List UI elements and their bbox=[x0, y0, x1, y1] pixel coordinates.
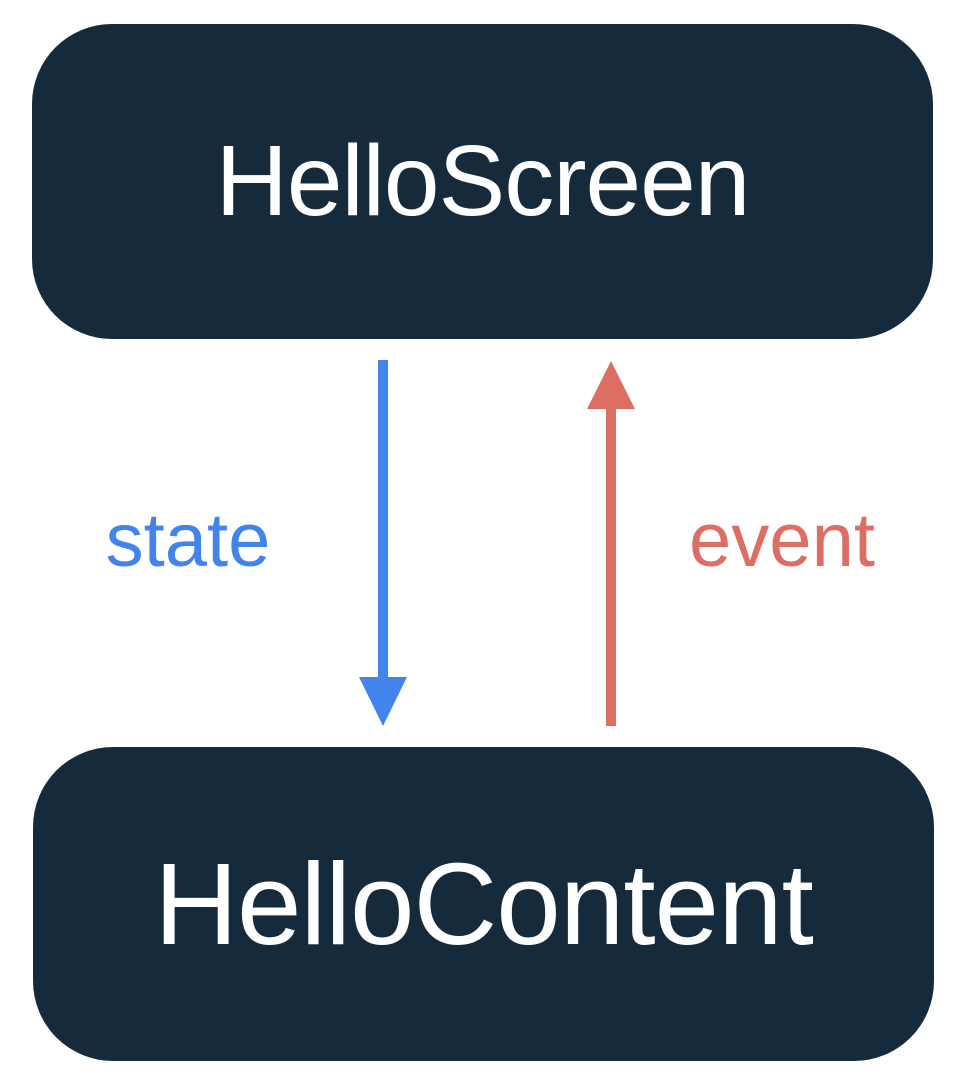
node-hello-screen-label: HelloScreen bbox=[215, 125, 751, 237]
node-hello-screen: HelloScreen bbox=[32, 24, 933, 339]
event-arrow-up bbox=[587, 361, 635, 726]
node-hello-content-label: HelloContent bbox=[154, 839, 814, 969]
state-arrow-label: state bbox=[105, 498, 271, 583]
node-hello-content: HelloContent bbox=[33, 747, 934, 1061]
state-arrow-down bbox=[359, 360, 407, 726]
event-arrowhead-icon bbox=[587, 361, 635, 409]
event-arrow-label: event bbox=[689, 498, 875, 583]
state-arrowhead-icon bbox=[359, 677, 407, 726]
